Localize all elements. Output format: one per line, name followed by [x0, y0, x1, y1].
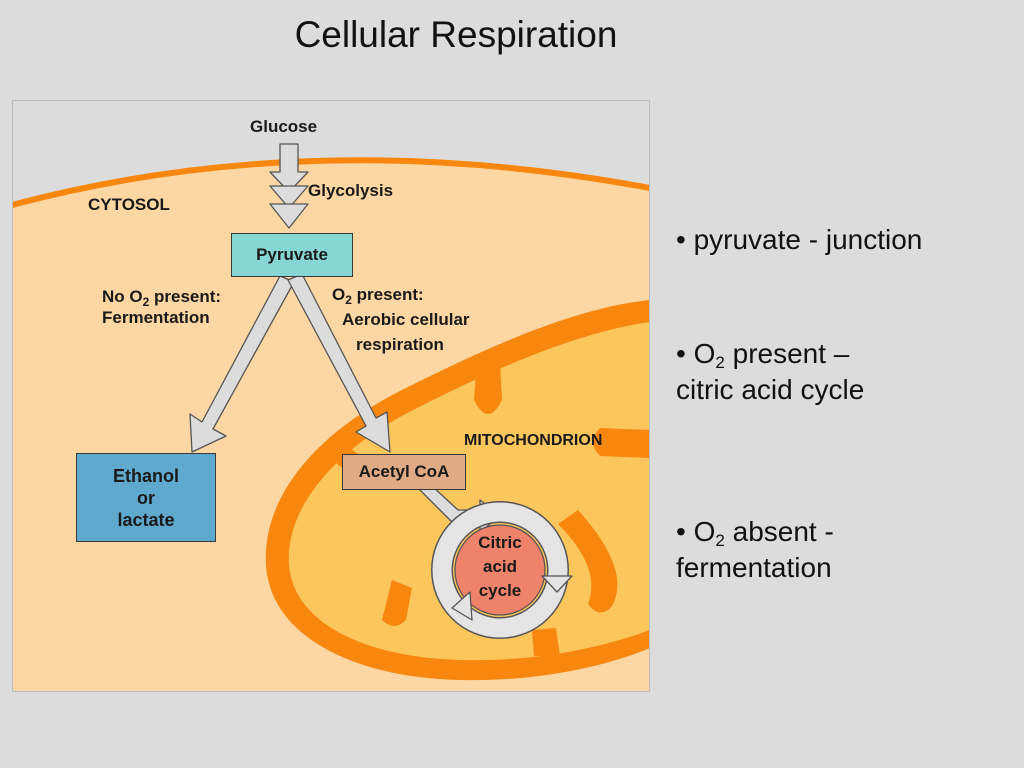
- citric-cycle-core: [454, 524, 546, 616]
- glycolysis-arrow: [269, 143, 309, 229]
- acetyl-coa-box: Acetyl CoA: [342, 454, 466, 490]
- aerobic-arrow: [287, 273, 391, 453]
- pyruvate-box: Pyruvate: [231, 233, 353, 277]
- bullet-item: • O2 present – citric acid cycle: [676, 338, 865, 405]
- bullet-item: • pyruvate - junction: [676, 224, 923, 255]
- bullet-item: • O2 absent - fermentation: [676, 516, 834, 583]
- cell-membrane: [12, 157, 650, 208]
- glucose-label: Glucose: [250, 117, 318, 136]
- no-o2-label: No O2 present: Fermentation: [102, 287, 222, 327]
- crista: [382, 580, 412, 626]
- pyruvate-label: Pyruvate: [256, 245, 328, 264]
- glycolysis-label: Glycolysis: [308, 181, 394, 200]
- crista: [532, 628, 560, 656]
- cytosol-label: CYTOSOL: [88, 195, 170, 214]
- crista: [593, 428, 650, 458]
- fermentation-arrow: [189, 275, 295, 453]
- citric-acid-cycle-label: Citric acid cycle: [478, 533, 522, 600]
- acetyl-coa-label: Acetyl CoA: [358, 462, 450, 481]
- crista: [474, 362, 502, 414]
- cycle-arrowhead: [541, 575, 573, 593]
- mitochondrion-label: MITOCHONDRION: [464, 432, 603, 449]
- respiration-diagram: Glucose Glycolysis CYTOSOL Pyruvate No O…: [12, 100, 650, 692]
- ethanol-box: Ethanol or lactate: [76, 453, 216, 542]
- slide-title: Cellular Respiration: [294, 14, 618, 55]
- cycle-arrowhead: [451, 591, 473, 621]
- diagram-artwork: [12, 100, 650, 692]
- o2-present-label: O2 present: Aerobic cellular respiration: [332, 285, 470, 354]
- crista: [558, 510, 618, 613]
